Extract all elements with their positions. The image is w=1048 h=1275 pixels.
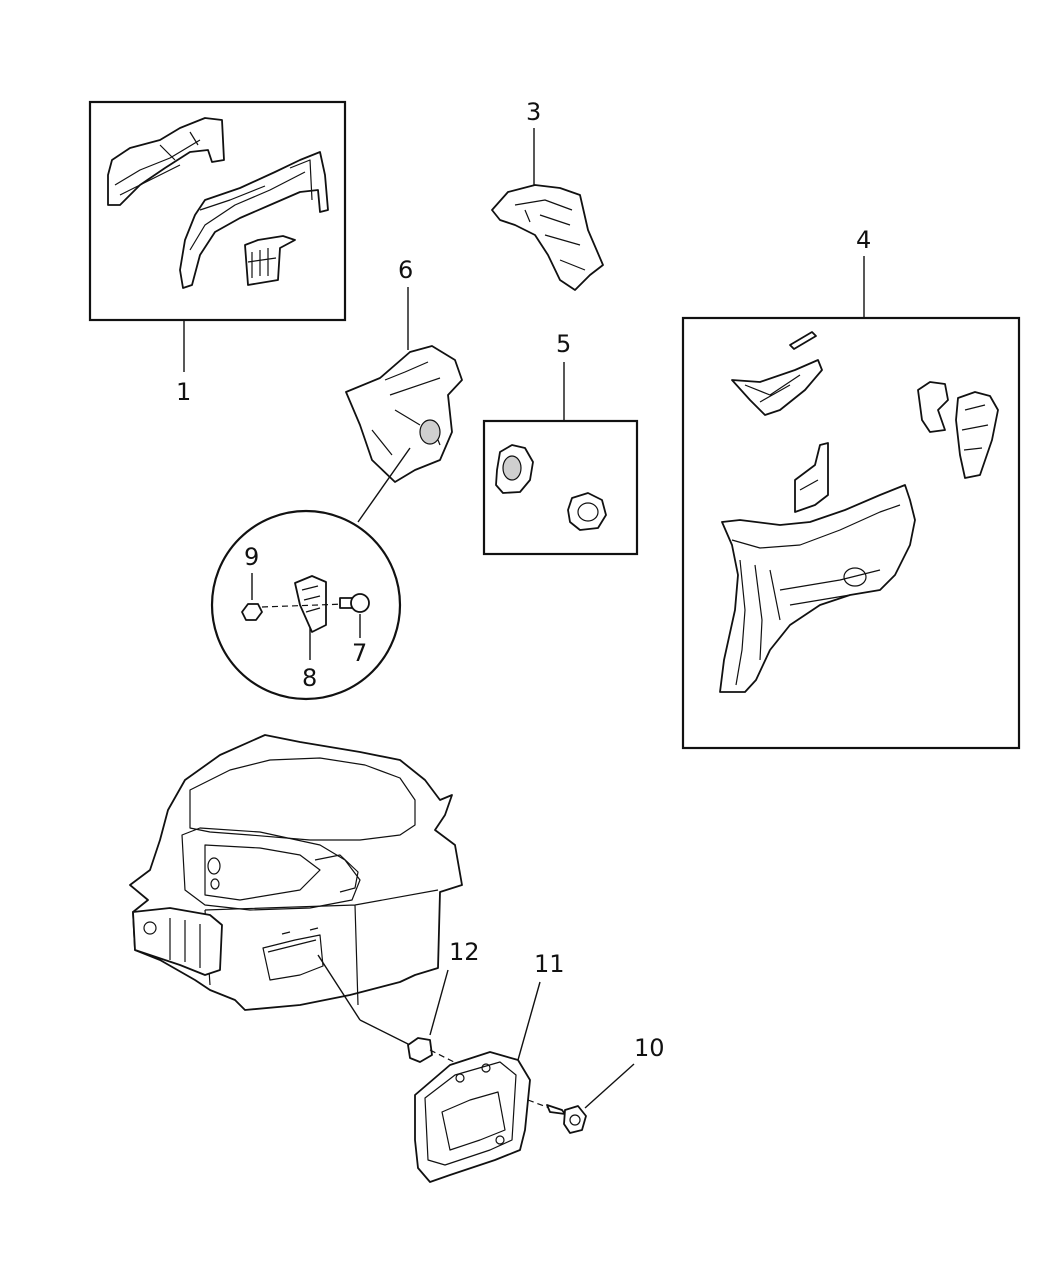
part-4-group: 4 <box>681 226 1021 750</box>
callout-12: 12 <box>449 938 480 966</box>
part-10-screw <box>546 1104 566 1115</box>
part-12-clip <box>407 1037 433 1063</box>
callout-6: 6 <box>398 256 413 284</box>
callout-1: 1 <box>176 378 191 406</box>
door-leader <box>317 954 361 1021</box>
callout-10: 10 <box>634 1034 665 1062</box>
quarter-assembly <box>129 734 463 1046</box>
callout-4: 4 <box>856 226 871 254</box>
callout-7: 7 <box>352 639 367 667</box>
zoom-circle <box>210 509 402 701</box>
callout-9: 9 <box>244 543 259 571</box>
zoom-detail: 9 8 7 <box>210 509 402 701</box>
part-6-group: 6 <box>345 256 463 523</box>
callout-3: 3 <box>526 98 541 126</box>
callout-8: 8 <box>302 664 317 692</box>
part-4-box <box>681 316 1021 750</box>
part-1-box <box>88 100 347 322</box>
zoom-leader <box>357 447 411 523</box>
fuel-door-group: 12 11 10 <box>407 938 665 1183</box>
callout-5: 5 <box>556 330 571 358</box>
callout-11: 11 <box>534 950 565 978</box>
part-1-group: 1 <box>88 100 347 406</box>
part-3-group: 3 <box>491 98 604 291</box>
part-5-box <box>482 419 639 556</box>
part-5-group: 5 <box>482 330 639 556</box>
part-11-housing <box>414 1051 531 1183</box>
